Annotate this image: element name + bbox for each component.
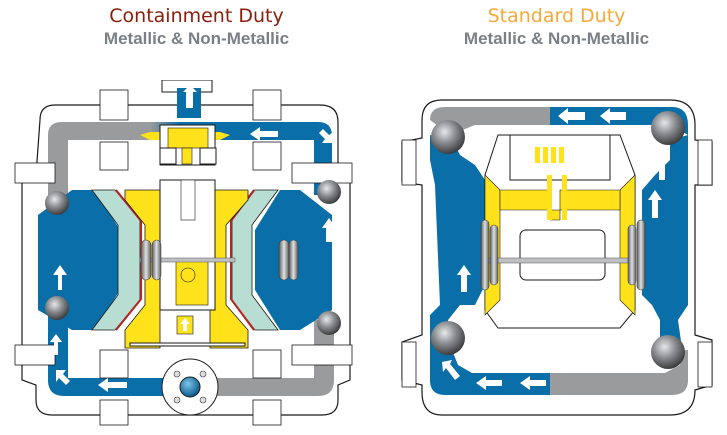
arrow-up-icon: [457, 265, 471, 292]
left-disc: [480, 219, 490, 291]
shaft: [139, 257, 236, 263]
arrow-upleft-icon: [442, 360, 460, 380]
check-ball-lower-right: [317, 311, 341, 335]
arrow-left-icon: [600, 108, 626, 124]
arrow-up-icon: [50, 334, 62, 355]
check-ball-upper-right: [651, 111, 685, 145]
side-ports: [401, 139, 713, 388]
containment-duty-pump-diagram: [14, 80, 353, 426]
air-valve: [140, 124, 230, 166]
left-fluid-chamber: [38, 190, 120, 330]
standard-duty-subtitle: Metallic & Non-Metallic: [463, 29, 650, 48]
right-disc: [278, 239, 290, 281]
left-riser: [430, 135, 485, 350]
right-riser: [642, 135, 688, 348]
arrow-upleft-icon: [56, 370, 70, 385]
flow-arrows: [50, 85, 336, 392]
check-ball-upper-right: [317, 180, 341, 204]
arrow-left-icon: [98, 378, 127, 392]
standard-duty-pump-diagram: [401, 99, 713, 416]
arrow-left-icon: [476, 376, 502, 390]
clamps: [14, 89, 353, 426]
arrow-up-icon: [53, 265, 67, 290]
bottom-manifold-inactive: [550, 350, 688, 395]
discharge-flange-icon: [161, 358, 219, 416]
arrow-left-icon: [250, 127, 278, 141]
tie-rod: [129, 342, 246, 347]
left-disc: [140, 239, 152, 281]
check-ball-upper-left: [431, 120, 465, 154]
shaft: [487, 257, 629, 264]
arrow-up-icon: [648, 190, 662, 218]
air-inlet-arrow-icon: [180, 318, 190, 331]
check-ball-lower-left: [45, 296, 69, 320]
right-disc: [627, 224, 637, 286]
arrow-up-icon: [655, 150, 669, 180]
arrow-up-icon: [183, 85, 197, 108]
containment-duty-title: Containment Duty: [109, 5, 284, 27]
right-disc-2: [636, 219, 646, 291]
check-ball-lower-left: [431, 321, 465, 355]
arrow-left-icon: [520, 376, 546, 390]
containment-duty-subtitle: Metallic & Non-Metallic: [103, 29, 290, 48]
arrow-left-icon: [558, 108, 585, 124]
flow-arrows: [442, 108, 669, 390]
bottom-manifold-active: [430, 350, 550, 395]
right-disc-2: [288, 239, 299, 281]
check-ball-upper-left: [45, 191, 69, 215]
left-disc-2: [151, 239, 162, 281]
check-ball-lower-right: [651, 335, 685, 369]
arrow-up-icon: [322, 218, 336, 242]
standard-duty-title: Standard Duty: [487, 5, 626, 27]
left-disc-2: [489, 224, 499, 286]
arrow-upleft-icon: [319, 129, 332, 143]
center-body: [484, 134, 636, 329]
center-body: [159, 179, 216, 335]
